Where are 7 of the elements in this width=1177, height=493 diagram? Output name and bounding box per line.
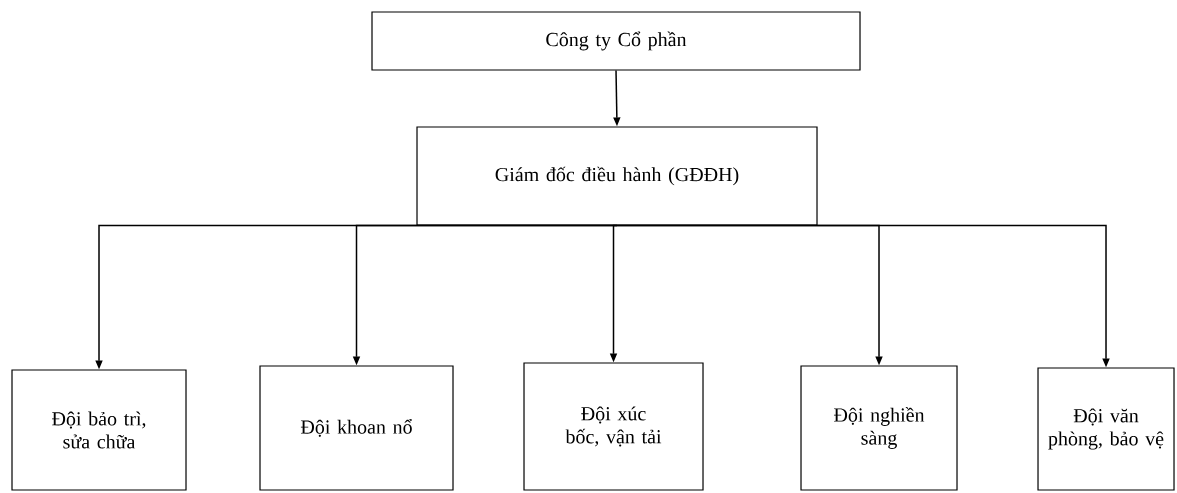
org-box: Đội văn phòng, bảo vệ (1037, 367, 1175, 491)
org-box: Đội xúc bốc, vận tải (523, 362, 704, 491)
org-box: Công ty Cổ phần (371, 11, 861, 71)
org-box: Giám đốc điều hành (GĐĐH) (416, 126, 818, 226)
org-box: Đội nghiền sàng (800, 365, 958, 491)
org-box: Đội khoan nổ (259, 365, 454, 491)
org-box: Đội bảo trì, sửa chữa (11, 369, 187, 491)
